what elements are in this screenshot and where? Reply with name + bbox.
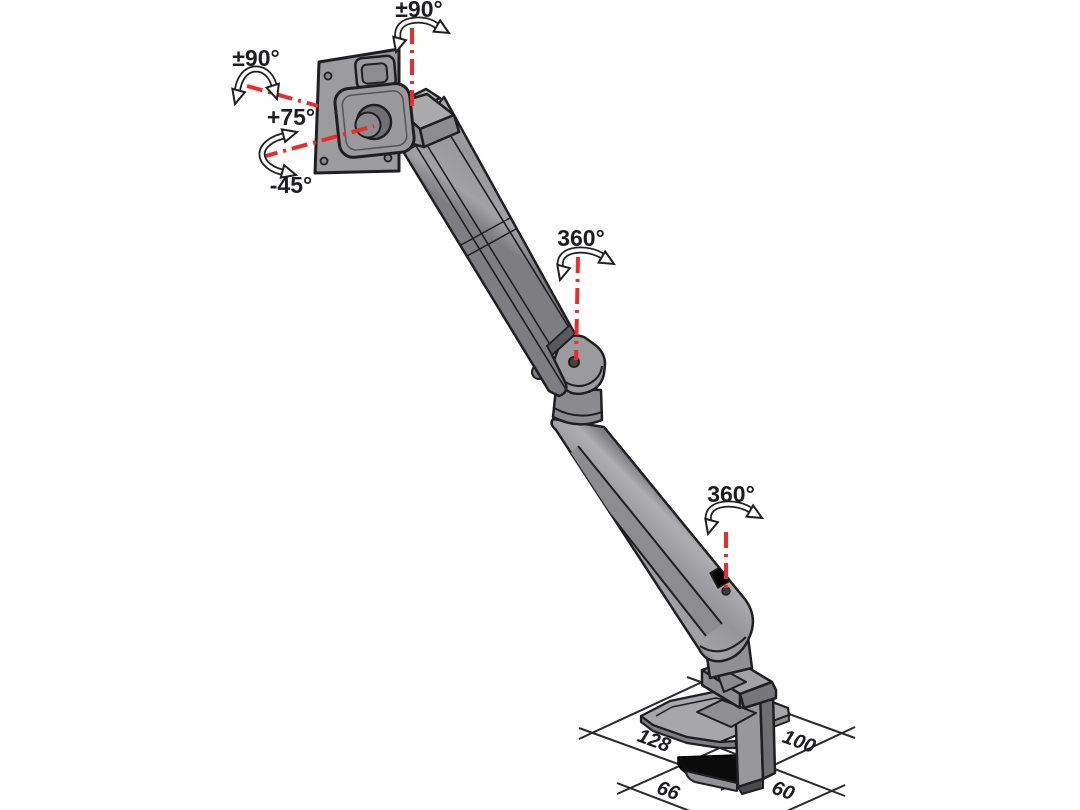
elbow-cylinder-seam (553, 407, 603, 417)
vesa-hole-bottom-left (319, 156, 329, 166)
upper-arm (399, 95, 580, 398)
lower-arm (550, 417, 755, 680)
vesa-hole-bottom-right (383, 153, 393, 163)
dim-line-clamp-right-bottom (786, 784, 846, 810)
upper-arm-groove1 (412, 140, 571, 396)
bracket-right-face (418, 113, 461, 149)
dim-line-base-left-top (578, 676, 714, 740)
label-elbow-rotation: 360° (557, 225, 605, 251)
base-rotation-pivot-dot (721, 586, 731, 596)
ball-housing-inner (341, 90, 408, 151)
arrow-base-rotation (704, 500, 765, 537)
lower-arm-panel (566, 446, 722, 636)
rotation-arrows (231, 16, 765, 537)
clamp-column-foot (737, 778, 764, 795)
label-tilt-up: +75° (267, 104, 315, 130)
clamp-head-right (738, 680, 778, 710)
arrow-vesa-swivel-top (392, 16, 452, 55)
elbow-head-seam (561, 365, 603, 387)
elbow-joint (551, 334, 607, 426)
arrow-elbow-rotation (556, 246, 617, 283)
upper-arm-end-band (546, 324, 576, 356)
dim-clamp-depth: 60 (769, 777, 797, 805)
upper-arm-seam2 (466, 228, 517, 257)
axis-elbow (574, 256, 580, 361)
arrow-vesa-swivel-side (231, 65, 281, 107)
axis-vesa-horizontal (246, 84, 319, 108)
vesa-hole-top-left (323, 71, 333, 81)
dim-line-clamp-left-top (616, 741, 734, 795)
ball-joint-face (354, 111, 382, 139)
label-vesa-swivel-top: ±90° (395, 0, 442, 22)
lower-arm-panel-line1 (577, 445, 723, 625)
clamp-base-flange (696, 699, 757, 728)
lower-arm-cap-seam (699, 636, 747, 653)
upper-arm-tube (399, 95, 577, 398)
dim-clamp-length: 66 (654, 777, 683, 806)
clamp-pad-edge (685, 770, 738, 792)
labels: ±90° ±90° +75° -45° 360° 360° 128 100 66… (232, 0, 818, 805)
axis-tilt (261, 124, 375, 159)
lower-arm-details (565, 445, 736, 637)
rotation-axes (246, 28, 728, 589)
label-vesa-swivel-side: ±90° (232, 45, 279, 71)
dim-base-depth: 100 (780, 726, 819, 758)
vesa-tab-inner (360, 62, 389, 85)
arrow-tilt (258, 128, 300, 179)
upper-arm-seam1 (460, 217, 511, 246)
label-tilt-down: -45° (270, 172, 312, 198)
ball-joint-group (333, 82, 416, 159)
label-base-rotation: 360° (707, 481, 755, 507)
